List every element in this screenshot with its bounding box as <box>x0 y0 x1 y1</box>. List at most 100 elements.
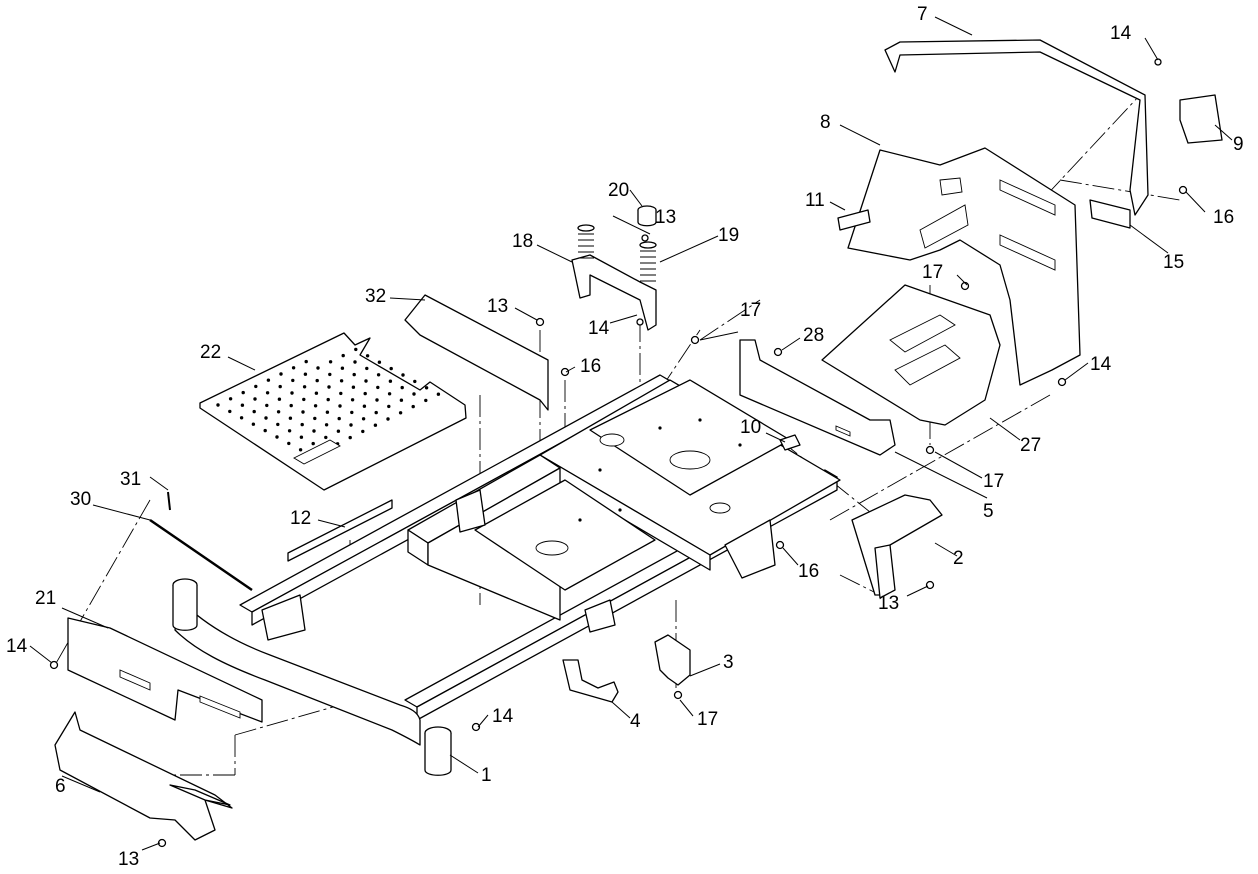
perforation-hole <box>353 360 357 364</box>
perforation-hole <box>411 404 415 409</box>
callout-16-frame: 16 <box>798 561 819 582</box>
perforation-hole <box>326 397 330 402</box>
callout-9: 9 <box>1233 134 1244 155</box>
bracket-2 <box>851 494 943 599</box>
bracket-4 <box>562 659 619 703</box>
perforation-hole <box>328 372 332 377</box>
rops-7 <box>884 39 1149 216</box>
callout-7: 7 <box>917 4 928 25</box>
perforation-hole <box>252 409 256 414</box>
callout-13-spring: 13 <box>655 207 676 228</box>
perforation-hole <box>350 398 355 402</box>
perforation-hole <box>376 373 381 377</box>
perforation-hole <box>348 435 352 440</box>
callout-13-guard: 13 <box>118 849 139 870</box>
strip-12 <box>287 499 393 562</box>
perforation-hole <box>387 404 391 409</box>
bracket-3 <box>654 634 691 686</box>
perforation-hole <box>412 392 416 396</box>
perforation-hole <box>362 404 367 408</box>
perforation-hole <box>275 435 279 439</box>
perforation-hole <box>264 416 268 420</box>
perforation-hole <box>361 429 365 434</box>
callout-20: 20 <box>608 180 629 201</box>
bumper-20 <box>637 205 657 227</box>
perforation-hole <box>424 398 428 403</box>
perforation-hole <box>388 379 393 383</box>
callout-17-pan: 17 <box>983 471 1004 492</box>
perforation-hole <box>361 417 366 421</box>
perforation-hole <box>287 429 292 433</box>
callout-2: 2 <box>953 548 964 569</box>
perforation-hole <box>276 410 281 414</box>
perforation-hole <box>413 379 417 384</box>
callout-30: 30 <box>70 489 91 510</box>
perforation-hole <box>302 397 306 402</box>
perforation-hole <box>398 411 403 415</box>
callout-3: 3 <box>723 652 734 673</box>
perforation-hole <box>216 403 220 407</box>
floor-plate-holes <box>216 347 441 458</box>
callout-16-rops: 16 <box>1213 207 1234 228</box>
perforation-hole <box>365 354 370 358</box>
perforation-hole <box>325 410 330 414</box>
perforation-hole <box>364 379 368 383</box>
main-frame <box>172 374 841 776</box>
perforation-hole <box>312 429 316 433</box>
seat-pan-27 <box>821 284 1001 426</box>
perforation-hole <box>277 397 282 401</box>
callout-8: 8 <box>820 112 831 133</box>
callout-11: 11 <box>805 190 825 211</box>
perforation-hole <box>302 385 307 389</box>
perforation-hole <box>240 403 245 407</box>
perforation-hole <box>386 417 390 421</box>
callout-31: 31 <box>120 469 141 490</box>
perforation-hole <box>350 410 354 415</box>
callout-13-bracket: 13 <box>878 593 899 614</box>
perforation-hole <box>265 391 270 395</box>
perforation-hole <box>251 422 256 426</box>
pin-31 <box>167 491 171 511</box>
perforation-hole <box>265 403 269 408</box>
perforation-hole <box>276 422 280 427</box>
perforation-hole <box>324 423 329 427</box>
perforation-hole <box>327 385 331 389</box>
perforation-hole <box>373 423 378 427</box>
perforation-hole <box>377 360 382 364</box>
callout-21: 21 <box>35 588 56 609</box>
callout-15: 15 <box>1163 252 1184 273</box>
perforation-hole <box>336 429 341 433</box>
callout-10: 10 <box>740 417 761 438</box>
callout-12: 12 <box>290 508 311 529</box>
perforation-hole <box>387 392 392 396</box>
callout-1: 1 <box>481 765 492 786</box>
perforation-hole <box>340 366 345 370</box>
perforation-hole <box>399 398 404 402</box>
perforation-hole <box>338 404 342 408</box>
callout-17-bracket: 17 <box>697 709 718 730</box>
perforation-hole <box>315 378 319 383</box>
perforation-hole <box>424 386 429 390</box>
perforation-hole <box>253 397 257 401</box>
perforation-hole <box>339 379 344 383</box>
callout-32: 32 <box>365 286 386 307</box>
perforation-hole <box>354 347 358 352</box>
callout-14-left: 14 <box>6 636 28 657</box>
perforation-hole <box>341 353 345 358</box>
perforation-hole <box>254 384 258 389</box>
callout-17-seat: 17 <box>922 262 943 283</box>
perforation-hole <box>351 385 356 389</box>
seat-panel-8 <box>847 147 1081 386</box>
perforation-hole <box>400 385 404 390</box>
guard-6 <box>54 711 233 841</box>
perforation-hole <box>374 410 378 415</box>
callout-17-top: 17 <box>740 300 761 321</box>
callout-14-frame: 14 <box>492 706 514 727</box>
perforation-hole <box>241 390 245 395</box>
tab-10 <box>779 434 801 451</box>
decal-11 <box>837 209 871 231</box>
callout-18: 18 <box>512 231 533 252</box>
perforation-hole <box>239 416 244 420</box>
perforation-hole <box>228 397 233 401</box>
callout-4: 4 <box>630 711 641 732</box>
